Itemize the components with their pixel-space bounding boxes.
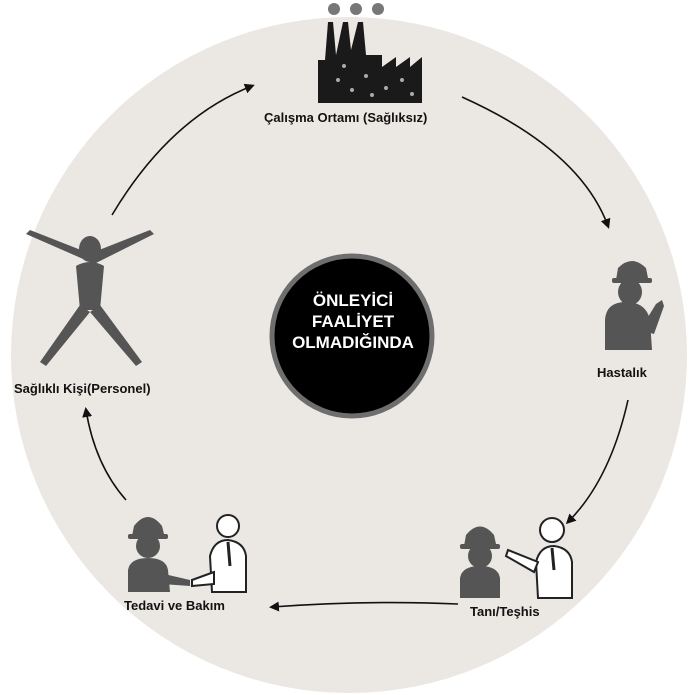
center-circle (269, 253, 435, 419)
stage-label-illness: Hastalık (597, 365, 647, 380)
stage-label-treatment: Tedavi ve Bakım (124, 598, 225, 613)
stage-label-diagnosis: Tanı/Teşhis (470, 604, 540, 619)
factory-icon (318, 3, 422, 103)
arrow-healthy-to-work (111, 83, 255, 216)
doctor-examining-patient-icon (460, 517, 573, 599)
center-label: ÖNLEYİCİ FAALİYET OLMADIĞINDA (268, 290, 438, 353)
arrow-treatment-to-healthy (82, 407, 127, 501)
arrow-diagnosis-to-treatment (269, 601, 459, 612)
cycle-arrows (82, 83, 629, 612)
stage-label-healthy-person: Sağlıklı Kişi(Personel) (14, 381, 151, 396)
center-label-line3: OLMADIĞINDA (292, 333, 414, 352)
center-label-line1: ÖNLEYİCİ (312, 291, 394, 310)
coughing-worker-icon (605, 261, 664, 350)
center-label-line2: FAALİYET (311, 312, 395, 331)
handshake-doctor-patient-icon (128, 514, 247, 593)
arrow-work-to-illness (461, 96, 611, 229)
stage-label-work-environment: Çalışma Ortamı (Sağlıksız) (264, 110, 428, 125)
healthy-person-icon (26, 230, 154, 366)
arrow-illness-to-diagnosis (565, 399, 629, 525)
